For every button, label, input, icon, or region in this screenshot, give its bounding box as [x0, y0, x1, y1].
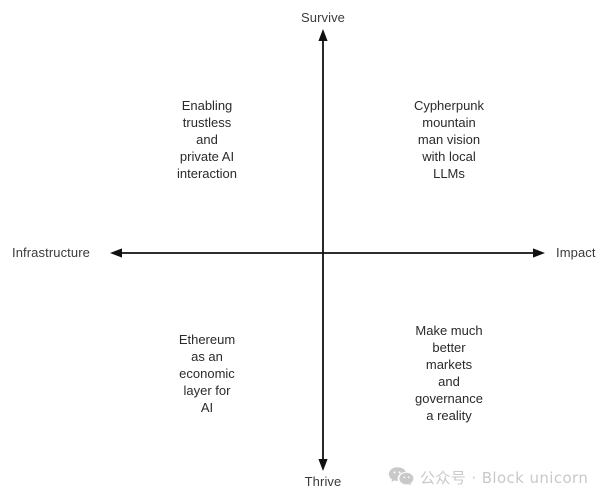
quadrant-text-line: Enabling [181, 98, 233, 113]
axis-label-impact: Impact [556, 245, 596, 260]
vertical-axis-down-arrowhead [318, 459, 328, 471]
quadrant-text-line: Ethereum [178, 332, 236, 347]
axis-label-survive: Survive [300, 10, 346, 25]
quadrant-text-line: Cypherpunk [413, 98, 485, 113]
quadrant-text-line: layer for [183, 383, 231, 398]
quadrant-text-line: and [438, 374, 460, 389]
quadrant-text-line: trustless [182, 115, 232, 130]
vertical-axis-up-arrowhead [318, 29, 328, 41]
quadrant-text-line: private AI [179, 149, 235, 164]
quadrant-text-line: as an [191, 349, 223, 364]
quadrant-text-line: with local [422, 149, 476, 164]
quadrant-text-line: governance [415, 391, 483, 406]
horizontal-axis-left-arrowhead [110, 248, 122, 258]
quadrant-text-line: LLMs [433, 166, 465, 181]
axis-label-infrastructure: Infrastructure [12, 245, 90, 260]
quadrant-text-line: a reality [426, 408, 472, 423]
watermark-text: 公众号 · Block unicorn [420, 468, 589, 487]
wechat-icon [388, 467, 414, 486]
quadrant-text-line: better [432, 340, 466, 355]
quadrant-text-line: man vision [417, 132, 481, 147]
quadrant-text-line: Make much [415, 323, 483, 338]
horizontal-axis-right-arrowhead [533, 248, 545, 258]
quadrant-text-bottom-right: Make much better markets and governance a rea… [389, 322, 509, 424]
quadrant-text-line: AI [200, 400, 214, 415]
axis-label-thrive: Thrive [304, 474, 342, 489]
quadrant-text-top-left: Enabling trustless and private AI interactio… [147, 97, 267, 182]
quadrant-text-line: economic [179, 366, 235, 381]
watermark: 公众号 · Block unicorn [388, 466, 588, 488]
quadrant-text-line: mountain [422, 115, 476, 130]
quadrant-text-line: markets [425, 357, 473, 372]
quadrant-text-line: and [196, 132, 218, 147]
quadrant-text-line: interaction [177, 166, 237, 181]
